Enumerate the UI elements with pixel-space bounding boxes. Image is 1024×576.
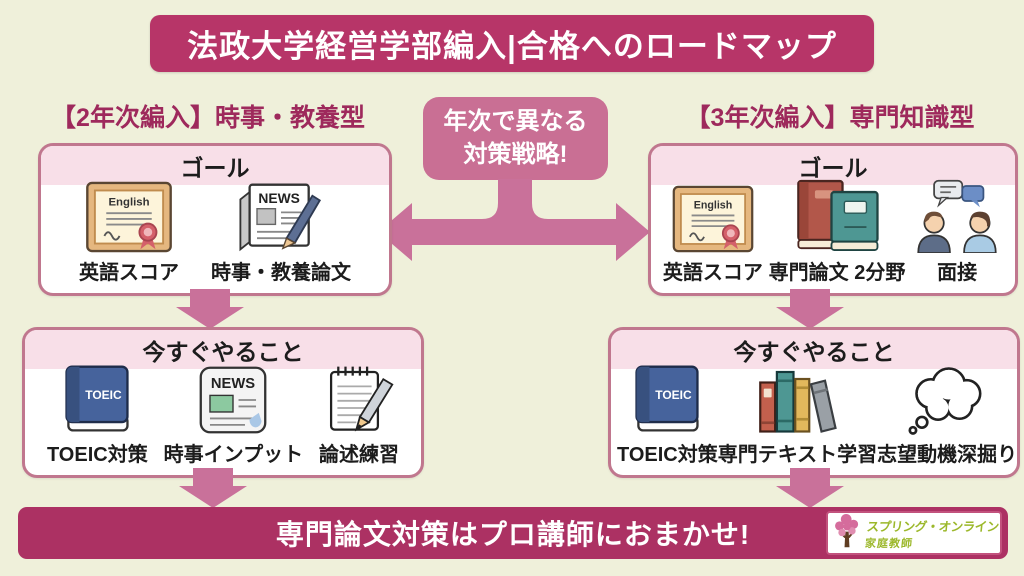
item-label: 志望動機深掘り bbox=[877, 444, 1018, 466]
callout-line1: 年次で異なる bbox=[443, 108, 588, 136]
right-now-box: 今すぐやること TOEIC TOEIC対策 bbox=[608, 327, 1020, 478]
item-label: TOEIC対策 bbox=[46, 444, 148, 466]
english-certificate-icon: English bbox=[85, 179, 173, 253]
page-title: 法政大学経営学部編入|合格へのロードマップ bbox=[150, 15, 874, 72]
footer-banner: 専門論文対策はプロ講師におまかせ! スプリング・オンライン 家庭教師 bbox=[18, 507, 1008, 559]
left-now-title: 今すぐやること bbox=[25, 330, 421, 369]
svg-text:TOEIC: TOEIC bbox=[656, 388, 693, 402]
svg-text:English: English bbox=[108, 197, 149, 209]
svg-text:NEWS: NEWS bbox=[258, 190, 300, 206]
down-arrow-icon bbox=[776, 289, 844, 329]
item-essay-practice: 論述練習 bbox=[319, 361, 399, 467]
item-current-affairs-essay: NEWS 時事・教養論文 bbox=[211, 179, 351, 285]
item-label: 時事・教養論文 bbox=[211, 262, 351, 284]
bookshelf-icon bbox=[755, 361, 839, 435]
newspaper-icon: NEWS bbox=[197, 361, 269, 435]
down-arrow-icon bbox=[176, 289, 244, 329]
item-motivation-deep-dive: 志望動機深掘り bbox=[877, 361, 1017, 467]
right-goal-items: English 英語スコア bbox=[651, 179, 1015, 293]
item-specialized-essay: 専門論文 2分野 bbox=[768, 179, 906, 285]
item-specialized-textbooks: 専門テキスト学習 bbox=[718, 361, 877, 467]
left-goal-box: ゴール English bbox=[38, 143, 392, 296]
svg-text:TOEIC: TOEIC bbox=[86, 388, 123, 402]
right-goal-box: ゴール English bbox=[648, 143, 1018, 296]
down-arrow-icon bbox=[179, 468, 247, 508]
left-now-items: TOEIC TOEIC対策 NEWS bbox=[25, 365, 421, 475]
left-now-box: 今すぐやること TOEIC TOEIC対策 NEWS bbox=[22, 327, 424, 478]
down-arrow-icon bbox=[776, 468, 844, 508]
svg-text:English: English bbox=[694, 199, 733, 211]
interview-icon bbox=[911, 179, 1003, 253]
item-label: 英語スコア bbox=[79, 262, 179, 284]
item-label: 論述練習 bbox=[319, 444, 400, 466]
item-label: 英語スコア bbox=[662, 262, 763, 284]
item-label: 専門論文 2分野 bbox=[768, 262, 906, 284]
two-books-icon bbox=[791, 179, 883, 253]
toeic-book-icon: TOEIC bbox=[57, 361, 137, 435]
left-goal-title: ゴール bbox=[41, 146, 389, 185]
item-label: 面接 bbox=[937, 262, 978, 284]
right-now-items: TOEIC TOEIC対策 bbox=[611, 365, 1017, 475]
right-now-title: 今すぐやること bbox=[611, 330, 1017, 369]
item-english-score: English 英語スコア bbox=[79, 179, 179, 285]
svg-text:NEWS: NEWS bbox=[211, 376, 255, 392]
right-column-header: 【3年次編入】専門知識型 bbox=[685, 104, 975, 132]
callout-line2: 対策戦略! bbox=[463, 140, 568, 168]
strategy-callout: 年次で異なる 対策戦略! bbox=[423, 97, 608, 180]
left-goal-items: English 英語スコア bbox=[41, 181, 389, 293]
footer-message: 専門論文対策はプロ講師におまかせ! bbox=[275, 519, 751, 550]
right-goal-title: ゴール bbox=[651, 146, 1015, 185]
item-label: 専門テキスト学習 bbox=[717, 444, 878, 466]
newspaper-pen-icon: NEWS bbox=[238, 179, 324, 253]
item-interview: 面接 bbox=[911, 179, 1003, 285]
item-news-input: NEWS 時事インプット bbox=[164, 361, 303, 467]
item-english-score: English 英語スコア bbox=[663, 179, 763, 285]
item-toeic: TOEIC TOEIC対策 bbox=[617, 361, 718, 467]
item-toeic: TOEIC TOEIC対策 bbox=[47, 361, 148, 467]
english-certificate-icon: English bbox=[672, 179, 754, 253]
logo-line2: 家庭教師 bbox=[864, 537, 914, 550]
notepad-pencil-icon bbox=[321, 361, 397, 435]
logo-text: スプリング・オンライン 家庭教師 bbox=[864, 516, 1000, 551]
toeic-book-icon: TOEIC bbox=[627, 361, 707, 435]
item-label: 時事インプット bbox=[163, 444, 304, 466]
branch-arrow-icon bbox=[378, 179, 650, 271]
cherry-tree-icon bbox=[833, 512, 861, 555]
item-label: TOEIC対策 bbox=[617, 444, 718, 466]
thought-bubble-icon bbox=[904, 361, 990, 435]
spring-online-logo: スプリング・オンライン 家庭教師 bbox=[826, 511, 1002, 555]
logo-line1: スプリング・オンライン bbox=[865, 519, 1000, 534]
left-column-header: 【2年次編入】時事・教養型 bbox=[51, 104, 365, 132]
